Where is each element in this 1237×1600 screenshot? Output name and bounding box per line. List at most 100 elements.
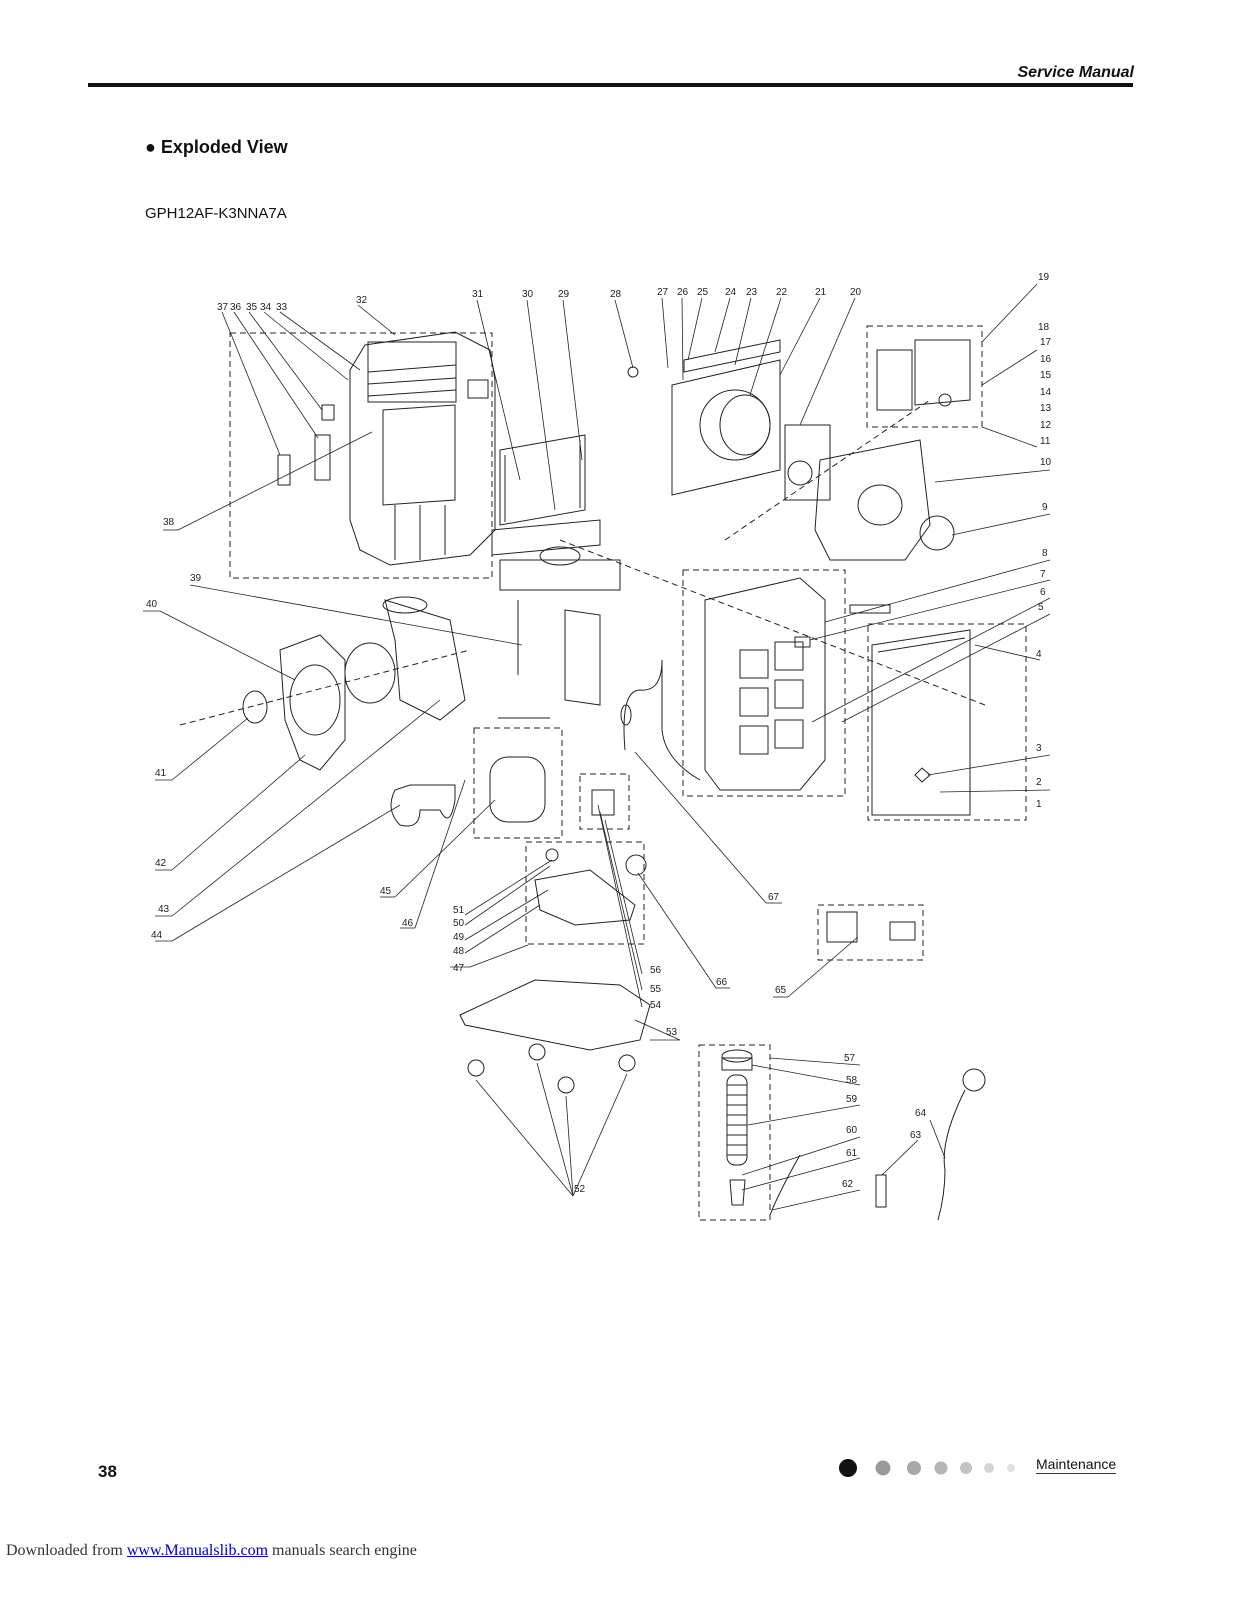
part-label: 15 <box>1040 370 1052 381</box>
download-prefix: Downloaded from <box>6 1542 127 1559</box>
part-label: 26 <box>677 287 689 298</box>
part-label: 57 <box>844 1053 856 1064</box>
part-label: 42 <box>155 858 167 869</box>
motor-bracket-shape <box>814 439 955 561</box>
chassis-shape <box>459 979 651 1051</box>
part-label: 11 <box>1040 436 1051 447</box>
part-label: 50 <box>453 918 465 929</box>
part-label: 21 <box>815 287 827 298</box>
part-label: 7 <box>1040 569 1046 580</box>
evaporator-shape <box>491 434 601 556</box>
blower-shape <box>242 596 466 771</box>
condenser-shape <box>499 546 621 706</box>
part-label: 38 <box>163 517 175 528</box>
front-frame-shape <box>704 577 891 791</box>
part-label: 39 <box>190 573 202 584</box>
header-title: Service Manual <box>1017 64 1135 81</box>
download-suffix: manuals search engine <box>268 1542 417 1559</box>
part-label: 29 <box>558 289 570 300</box>
part-label: 41 <box>155 768 167 779</box>
part-label: 37 <box>217 302 229 313</box>
indicator-dot <box>960 1462 972 1474</box>
part-label: 10 <box>1040 457 1052 468</box>
part-label: 47 <box>453 963 465 974</box>
part-label: 25 <box>697 287 709 298</box>
compressor-shape <box>489 717 550 823</box>
exhaust-hose-shape <box>721 1049 801 1216</box>
part-label: 32 <box>356 295 368 306</box>
part-label: 66 <box>716 977 728 988</box>
part-label: 49 <box>453 932 465 943</box>
part-label: 52 <box>574 1184 586 1195</box>
part-label: 18 <box>1038 322 1050 333</box>
indicator-dot <box>1007 1464 1015 1472</box>
part-label: 12 <box>1040 420 1052 431</box>
front-panel-shape <box>871 629 971 816</box>
part-label: 6 <box>1040 587 1046 598</box>
header-rule <box>88 83 1133 87</box>
control-box-shape <box>876 339 971 411</box>
footer-section-label: Maintenance <box>1036 1456 1117 1474</box>
part-label: 27 <box>657 287 669 298</box>
part-label: 60 <box>846 1125 858 1136</box>
page-number: 38 <box>98 1462 117 1481</box>
group-boxes <box>179 325 1027 1221</box>
part-label: 16 <box>1040 354 1052 365</box>
section-title: ● Exploded View <box>145 137 288 157</box>
part-label: 45 <box>380 886 392 897</box>
part-label: 30 <box>522 289 534 300</box>
part-label: 62 <box>842 1179 854 1190</box>
part-label: 35 <box>246 302 258 313</box>
accessory-shapes <box>875 1068 986 1221</box>
part-label: 43 <box>158 904 170 915</box>
part-label: 67 <box>768 892 780 903</box>
part-label: 46 <box>402 918 414 929</box>
part-label: 44 <box>151 930 163 941</box>
indicator-dot <box>875 1460 891 1476</box>
part-label: 13 <box>1040 403 1052 414</box>
part-label: 23 <box>746 287 758 298</box>
part-label: 65 <box>775 985 787 996</box>
indicator-dot <box>984 1463 994 1473</box>
part-label: 3 <box>1036 743 1042 754</box>
part-label: 56 <box>650 965 662 976</box>
part-label: 1 <box>1036 799 1042 810</box>
part-label: 14 <box>1040 387 1052 398</box>
part-label: 8 <box>1042 548 1048 559</box>
part-label: 20 <box>850 287 862 298</box>
download-notice: Downloaded from www.Manualslib.com manua… <box>6 1542 417 1560</box>
part-label: 31 <box>472 289 484 300</box>
part-label: 61 <box>846 1148 858 1159</box>
part-label: 17 <box>1040 337 1052 348</box>
part-label: 9 <box>1042 502 1048 513</box>
part-label: 51 <box>453 905 465 916</box>
part-label: 63 <box>910 1130 922 1141</box>
part-label: 48 <box>453 946 465 957</box>
leader-lines <box>143 283 1051 1211</box>
part-label: 2 <box>1036 777 1042 788</box>
part-label: 64 <box>915 1108 927 1119</box>
part-label: 54 <box>650 1000 662 1011</box>
part-label: 24 <box>725 287 737 298</box>
part-label: 19 <box>1038 272 1050 283</box>
indicator-dot <box>839 1459 857 1477</box>
part-label: 53 <box>666 1027 678 1038</box>
caster-shapes <box>467 1043 636 1094</box>
pump-shape <box>591 789 647 876</box>
manualslib-link[interactable]: www.Manualslib.com <box>126 1542 269 1559</box>
fan-assembly-shape <box>627 339 831 501</box>
back-panel-shape <box>277 331 496 566</box>
page-indicator-dots <box>839 1459 1015 1477</box>
part-label: 55 <box>650 984 662 995</box>
indicator-dot <box>907 1461 921 1475</box>
capillary-shape <box>620 659 701 781</box>
part-label: 22 <box>776 287 788 298</box>
part-label: 5 <box>1038 602 1044 613</box>
part-label: 40 <box>146 599 158 610</box>
indicator-dot <box>934 1461 948 1475</box>
part-label: 36 <box>230 302 242 313</box>
part-label: 4 <box>1036 649 1042 660</box>
model-number: GPH12AF-K3NNA7A <box>145 205 287 222</box>
part-label: 28 <box>610 289 622 300</box>
